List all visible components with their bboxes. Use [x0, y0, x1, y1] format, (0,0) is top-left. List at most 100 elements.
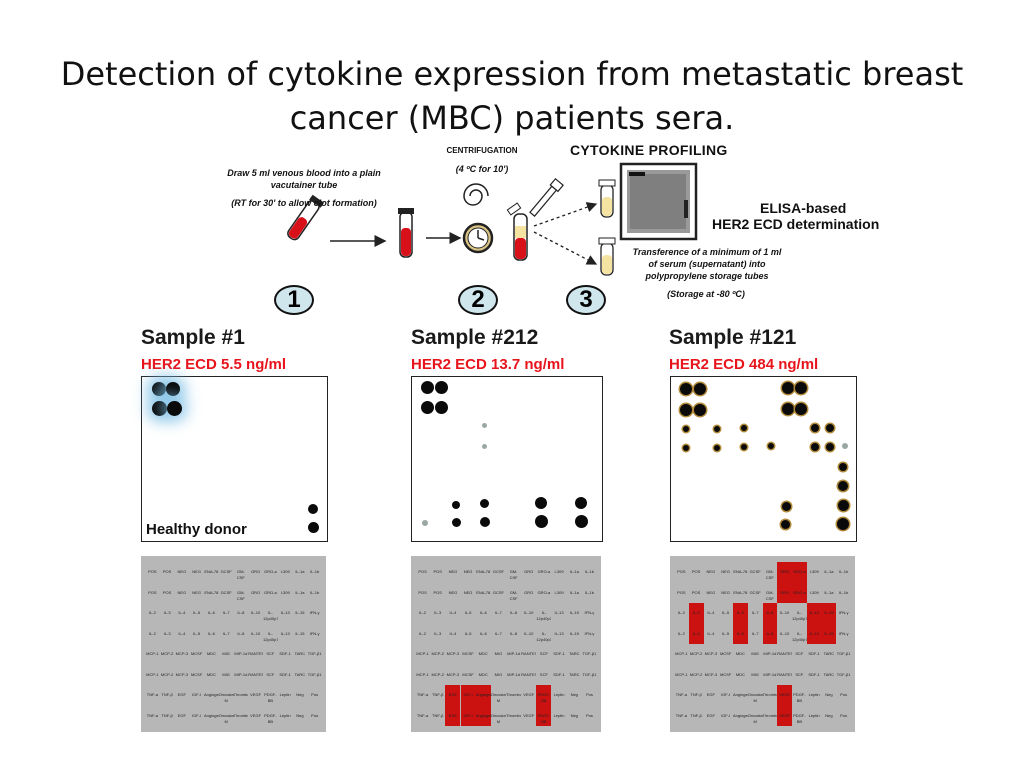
array-spot	[811, 424, 819, 432]
clotted-tube-icon	[398, 208, 414, 258]
array-map-cell: IL-10	[524, 610, 534, 616]
highlighted-cell	[733, 603, 748, 624]
array-map-cell: IL-2	[148, 630, 156, 636]
array-map-cell: TNF-a	[146, 692, 159, 698]
array-map-cell: GCSF	[749, 569, 761, 575]
array-map-cell: IL-4	[178, 610, 186, 616]
storage-tube-icon	[598, 179, 616, 276]
step-1-marker: 1	[274, 285, 314, 315]
array-map-cell: MIG	[751, 651, 759, 657]
array-map-cell: GM-CSF	[509, 589, 518, 601]
array-map-cell: SDF-1	[279, 651, 291, 657]
array-map-cell: Leptin	[808, 692, 820, 698]
array-map-cell: I-309	[280, 589, 290, 595]
array-map-cell: MCP-2	[431, 651, 444, 657]
array-map-cell: IL-15	[569, 630, 579, 636]
array-map-cell: IL-10	[780, 630, 790, 636]
array-map-cell: IL-8	[766, 610, 774, 616]
array-map-cell: MIP-1d	[234, 651, 248, 657]
array-membrane-sample-121	[670, 376, 857, 542]
array-map-cell: IL-12p40p70	[263, 630, 278, 642]
array-map-cell: Neg	[825, 692, 833, 698]
array-map-cell: IGF-I	[192, 692, 202, 698]
array-map-cell: IL-1b	[310, 589, 320, 595]
array-map-cell: TGF-β1	[307, 671, 322, 677]
array-map-cell: GM-CSF	[236, 589, 245, 601]
array-spot	[768, 443, 774, 449]
array-map-cell: NEG	[706, 569, 716, 575]
highlighted-cell	[475, 685, 491, 706]
array-map-cell: IGF-I	[721, 692, 731, 698]
draw-blood-text: Draw 5 ml venous blood into a plain vacu…	[227, 168, 381, 190]
array-spot	[421, 381, 434, 394]
array-map-cell: I-309	[809, 569, 819, 575]
array-map-cell: Leptin	[279, 692, 291, 698]
array-map-cell: RANTES	[521, 651, 537, 657]
array-map-cell: EGF	[448, 712, 458, 718]
highlighted-cell	[762, 623, 778, 644]
array-map-cell: IFN-γ	[584, 630, 595, 636]
array-map-cell: IL-8	[510, 610, 518, 616]
array-map-cell: MCSF	[462, 671, 474, 677]
array-map-cell: IL-5	[193, 610, 201, 616]
array-map-cell: MCSF	[719, 651, 732, 657]
array-spot	[422, 520, 428, 526]
array-map-cell: Angiogenin	[733, 692, 748, 698]
array-spot	[435, 401, 448, 414]
array-map-cell: NEG	[721, 569, 730, 575]
array-map-cell: IL-3	[692, 610, 700, 616]
array-map-cell: RANTES	[248, 651, 263, 657]
array-map-cell: MCSF	[462, 651, 474, 657]
array-spot	[308, 522, 319, 533]
array-map-cell: MCP-3	[175, 671, 189, 677]
array-map-cell: MCP-1	[675, 651, 688, 657]
array-map-cell: IL-5	[193, 630, 201, 636]
array-map-cell: IL-13	[280, 610, 290, 616]
array-map-cell: TGF-β1	[582, 651, 597, 657]
array-map-cell: NEG	[463, 589, 473, 595]
highlighted-cell	[806, 603, 822, 624]
array-map-cell: Pos	[840, 712, 848, 718]
array-spot	[838, 481, 848, 491]
array-map-cell: TNF-β	[161, 712, 173, 718]
array-map-cell: IL-7	[751, 610, 759, 616]
array-map-cell: IL-3	[163, 630, 171, 636]
step-2-marker: 2	[458, 285, 498, 315]
array-map-cell: IL-8	[766, 630, 774, 636]
array-map-cell: IL-15	[569, 610, 579, 616]
highlighted-cell	[460, 705, 476, 726]
array-spot	[575, 515, 588, 528]
array-map-cell: Angiogenin	[204, 692, 219, 698]
array-spot	[839, 463, 847, 471]
array-map-cell: TARC	[823, 651, 835, 657]
array-map-cell: Oncostatin M	[218, 692, 234, 704]
highlighted-cell	[821, 623, 837, 644]
array-map-cell: POS	[691, 589, 701, 595]
cytokine-profiling-label: CYTOKINE PROFILING	[570, 142, 728, 158]
array-map-cell: IL-4	[707, 610, 715, 616]
array-map-cell: MDC	[206, 671, 216, 677]
array-map-cell: GRO-a	[793, 569, 806, 575]
highlighted-cell	[445, 705, 461, 726]
array-spot	[811, 443, 819, 451]
array-map-cell: Pos	[311, 712, 319, 718]
array-spot	[714, 445, 720, 451]
array-map-cell: MCP-3	[704, 671, 718, 677]
array-map-cell: IL-5	[722, 630, 730, 636]
array-map-cell: GCSF	[220, 569, 232, 575]
array-spot	[694, 383, 706, 395]
array-map-cell: I-309	[809, 589, 819, 595]
array-map-cell: MCP-3	[446, 651, 460, 657]
array-map-cell: IL-5	[722, 610, 730, 616]
array-map-cell: RANTES	[777, 651, 792, 657]
array-map-cell: SDF-1	[279, 671, 291, 677]
array-map-cell: IL-1a	[824, 569, 834, 575]
array-map-cell: MCSF	[190, 651, 203, 657]
array-map-cell: POS	[162, 569, 172, 575]
array-map-cell: POS	[148, 589, 157, 595]
array-map-cell: IL-7	[222, 630, 230, 636]
array-map-cell: TARC	[294, 671, 306, 677]
array-map-cell: MIP-1d	[234, 671, 248, 677]
array-map-cell: POS	[691, 569, 701, 575]
